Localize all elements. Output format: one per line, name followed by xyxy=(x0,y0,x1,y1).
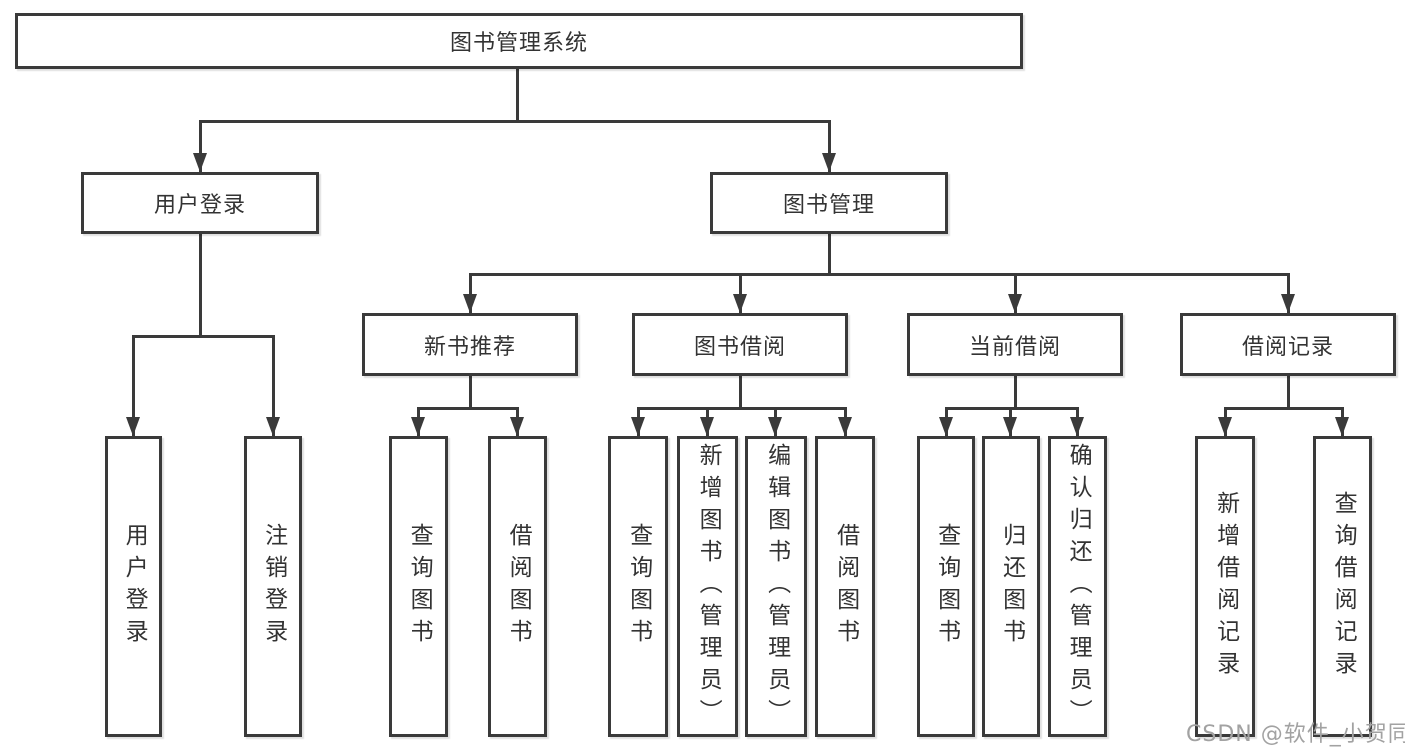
node-label: 新书推荐 xyxy=(423,334,516,360)
arrow-down-icon xyxy=(510,417,524,436)
node-label: 用户登录 xyxy=(121,522,148,651)
arrow-down-icon xyxy=(126,417,140,436)
connector-line xyxy=(739,375,742,407)
arrow-down-icon xyxy=(631,417,645,436)
connector-line xyxy=(199,233,202,335)
node-book-management: 图书管理 xyxy=(710,172,948,234)
leaf-recommend-borrow-book: 借阅图书 xyxy=(488,436,547,737)
node-label: 查询图书 xyxy=(406,522,433,651)
node-label: 图书管理 xyxy=(782,193,875,218)
node-label: 借阅图书 xyxy=(505,522,532,651)
arrow-down-icon xyxy=(939,417,953,436)
node-label: 归还图书 xyxy=(998,522,1025,651)
leaf-recommend-query-book: 查询图书 xyxy=(389,436,448,737)
arrow-down-icon xyxy=(768,417,782,436)
arrow-down-icon xyxy=(1281,294,1295,313)
connector-line xyxy=(272,335,275,436)
leaf-current-return-book: 归还图书 xyxy=(982,436,1040,737)
node-borrow-records: 借阅记录 xyxy=(1180,313,1396,376)
connector-line xyxy=(1224,407,1344,410)
connector-line xyxy=(199,120,202,172)
arrow-down-icon xyxy=(1218,417,1232,436)
watermark: CSDN @软件_小贺同学 xyxy=(1186,722,1405,747)
connector-line xyxy=(469,273,472,313)
leaf-borrow-add-book-admin: 新增图书（管理员） xyxy=(677,436,738,737)
leaf-current-confirm-return-admin: 确认归还（管理员） xyxy=(1048,436,1107,737)
connector-line xyxy=(199,120,831,123)
arrow-down-icon xyxy=(463,294,477,313)
node-label: 查询借阅记录 xyxy=(1330,490,1357,683)
node-label: 用户登录 xyxy=(153,193,246,218)
connector-line xyxy=(516,68,519,120)
node-book-borrow: 图书借阅 xyxy=(632,313,848,376)
arrow-down-icon xyxy=(700,417,714,436)
node-user-login: 用户登录 xyxy=(81,172,319,234)
arrow-down-icon xyxy=(411,417,425,436)
arrow-down-icon xyxy=(733,294,747,313)
leaf-borrow-query-book: 查询图书 xyxy=(608,436,668,737)
connector-line xyxy=(945,407,1079,410)
node-label: 注销登录 xyxy=(260,522,287,651)
arrow-down-icon xyxy=(266,417,280,436)
leaf-records-add-record: 新增借阅记录 xyxy=(1195,436,1255,737)
arrow-down-icon xyxy=(193,153,207,172)
connector-line xyxy=(739,273,742,313)
arrow-down-icon xyxy=(1335,417,1349,436)
connector-line xyxy=(132,335,135,436)
leaf-logout: 注销登录 xyxy=(244,436,302,737)
leaf-borrow-borrow-book: 借阅图书 xyxy=(815,436,875,737)
leaf-borrow-edit-book-admin: 编辑图书（管理员） xyxy=(745,436,807,737)
arrow-down-icon xyxy=(1070,417,1084,436)
node-label: 查询图书 xyxy=(625,522,652,651)
connector-line xyxy=(637,407,847,410)
node-label: 编辑图书（管理员） xyxy=(763,442,790,731)
node-label: 图书管理系统 xyxy=(449,31,588,56)
node-label: 借阅记录 xyxy=(1241,334,1334,360)
node-new-book-recommend: 新书推荐 xyxy=(362,313,578,376)
connector-line xyxy=(469,273,1290,276)
arrow-down-icon xyxy=(838,417,852,436)
arrow-down-icon xyxy=(822,153,836,172)
connector-line xyxy=(1014,375,1017,407)
connector-line xyxy=(828,233,831,273)
node-label: 当前借阅 xyxy=(968,334,1061,360)
connector-line xyxy=(1287,375,1290,407)
connector-line xyxy=(469,375,472,407)
leaf-records-query-record: 查询借阅记录 xyxy=(1313,436,1372,737)
node-label: 新增图书（管理员） xyxy=(695,442,722,731)
node-label: 借阅图书 xyxy=(832,522,859,651)
leaf-current-query-book: 查询图书 xyxy=(917,436,975,737)
node-label: 新增借阅记录 xyxy=(1212,490,1239,683)
connector-line xyxy=(828,120,831,172)
node-label: 查询图书 xyxy=(933,522,960,651)
node-label: 确认归还（管理员） xyxy=(1065,442,1092,731)
node-current-borrow: 当前借阅 xyxy=(907,313,1123,376)
connector-line xyxy=(417,407,519,410)
arrow-down-icon xyxy=(1008,294,1022,313)
node-root: 图书管理系统 xyxy=(15,13,1023,69)
connector-line xyxy=(132,335,275,338)
connector-line xyxy=(1287,273,1290,313)
leaf-user-login: 用户登录 xyxy=(105,436,162,737)
connector-line xyxy=(1014,273,1017,313)
node-label: 图书借阅 xyxy=(693,334,786,360)
arrow-down-icon xyxy=(1003,417,1017,436)
